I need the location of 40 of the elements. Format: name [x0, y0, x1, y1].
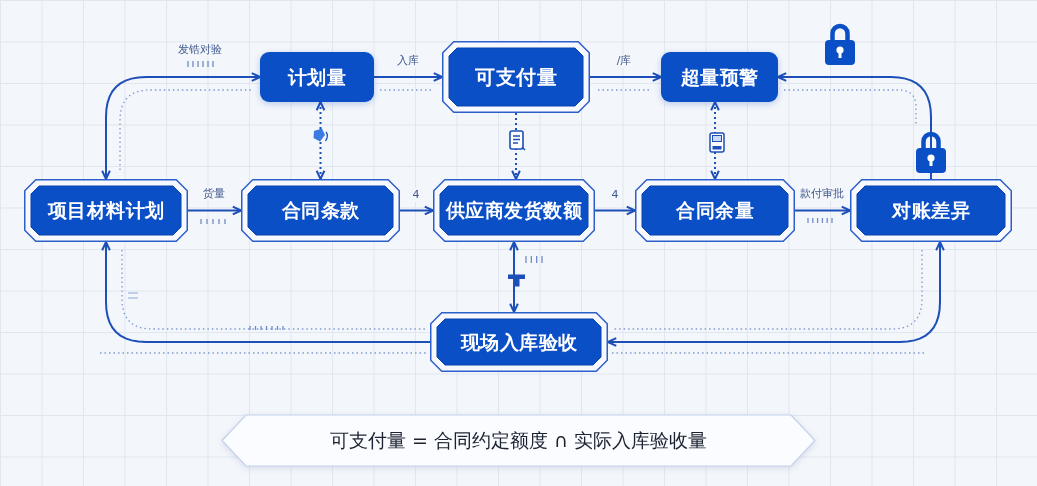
arrow: [373, 72, 443, 82]
process-box: [433, 179, 595, 242]
arrow: [594, 205, 636, 216]
step-label: 项目材料计划: [47, 199, 165, 222]
arrow: [101, 72, 261, 180]
arrow: [399, 205, 434, 216]
arrow: [589, 72, 662, 82]
edge-label: 货量: [201, 186, 227, 202]
edge-label: 款付审批: [798, 186, 846, 202]
step-label: 计划量: [287, 65, 347, 89]
step-label: 供应商发货数额: [445, 199, 583, 222]
edge-label: 入库: [395, 53, 421, 69]
step-label: 可支付量: [475, 65, 557, 89]
edge-label: 发锆对验: [176, 42, 224, 58]
arrow: [315, 101, 326, 180]
process-box: [24, 179, 188, 242]
process-box: [635, 179, 795, 242]
process-box: [260, 52, 374, 102]
process-box: [850, 179, 1012, 242]
arrow: [187, 205, 242, 216]
arrow: [710, 101, 720, 180]
edge-label: 4: [410, 187, 422, 203]
arrow: [777, 72, 932, 180]
formula-banner: [222, 415, 815, 466]
arrow: [509, 241, 519, 313]
step-label: 现场入库验收: [460, 330, 578, 354]
step-label: 合同余量: [676, 199, 754, 222]
step-label: 合同条款: [281, 199, 360, 222]
process-box: [430, 312, 608, 372]
step-label: 超量预警: [680, 65, 759, 89]
process-box: [241, 179, 400, 242]
step-label: 对账差异: [892, 199, 970, 222]
arrow: [511, 112, 521, 180]
arrow: [101, 241, 431, 343]
arrow: [607, 241, 945, 347]
arrow: [794, 205, 851, 216]
process-box: [442, 41, 590, 113]
edge-label: /库: [614, 53, 634, 69]
process-box: [661, 52, 778, 102]
formula-text: 可支付量 = 合同约定额度 ∩ 实际入库验收量: [330, 429, 707, 452]
